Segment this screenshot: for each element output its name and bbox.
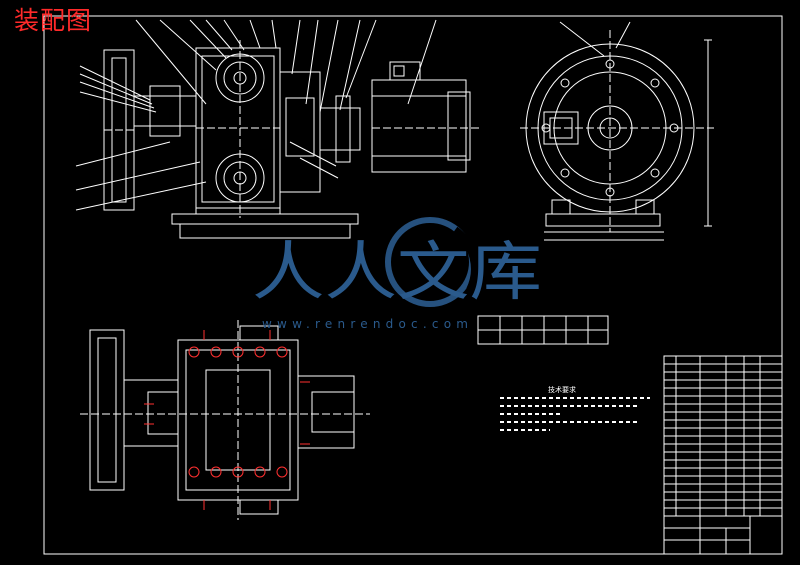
sheet-border — [43, 15, 783, 555]
title-block — [663, 355, 783, 555]
top-view — [80, 320, 370, 520]
side-view — [520, 21, 714, 241]
tech-notes-title: 技术要求 — [548, 385, 576, 394]
watermark-text: 人人文库 — [252, 236, 542, 310]
tech-notes — [477, 315, 650, 431]
watermark: 人人文库 www.renrendoc.com — [252, 217, 542, 331]
front-view — [75, 19, 480, 239]
watermark-url: www.renrendoc.com — [262, 317, 468, 331]
drawing-title: 装配图 — [14, 6, 93, 35]
